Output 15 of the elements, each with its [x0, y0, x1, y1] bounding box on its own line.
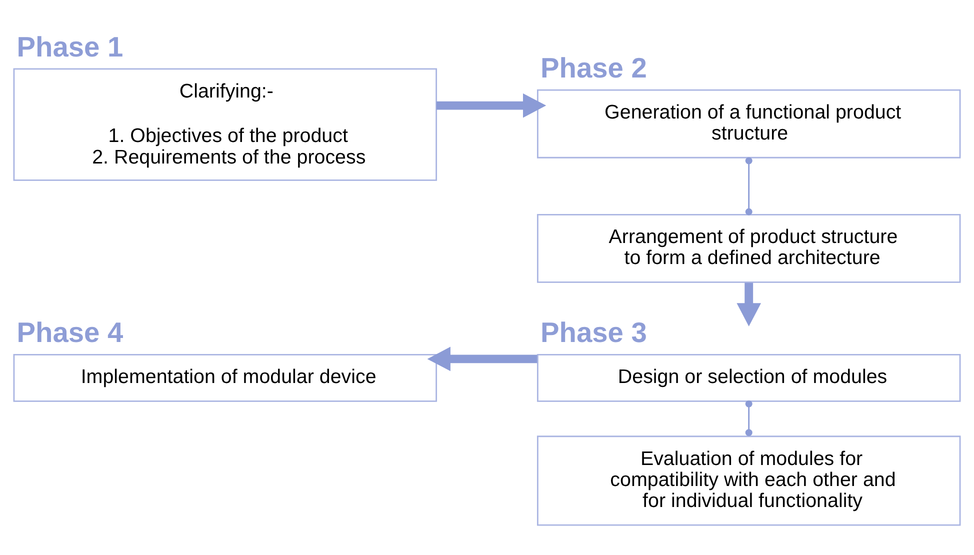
connector — [745, 156, 752, 215]
node-label: Phase 2 — [540, 52, 647, 83]
node-box: Design or selection of modules — [536, 354, 961, 402]
arrow — [427, 346, 538, 371]
arrow — [736, 282, 762, 326]
node-label: Phase 4 — [16, 316, 124, 348]
node-box: Evaluation of modules for compatibility with each other and for individual functionality — [536, 435, 961, 526]
node-box: Generation of a functional product structure — [536, 88, 961, 158]
node-box: Clarifying:- 1. Objectives of the product 2. Requirements of the process — [13, 68, 438, 180]
node-box: Arrangement of product structure to form a defined architecture — [536, 213, 961, 282]
node-box: Implementation of modular device — [13, 354, 438, 402]
arrow — [436, 92, 546, 118]
node-label: Phase 1 — [16, 30, 124, 62]
connector — [745, 400, 752, 436]
node-label: Phase 3 — [540, 316, 647, 348]
